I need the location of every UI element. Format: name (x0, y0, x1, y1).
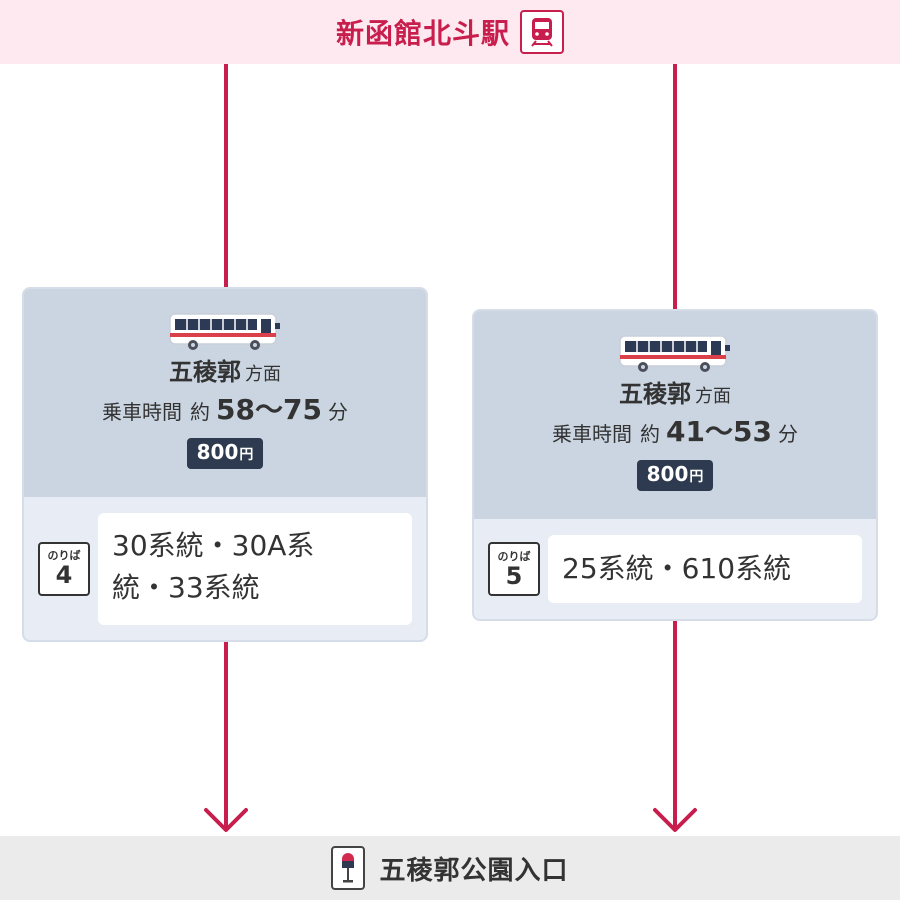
ride-time-about: 約 (640, 422, 661, 446)
fare-badge: 800円 (186, 438, 264, 469)
ride-time-about: 約 (190, 400, 211, 424)
ride-time-label: 乗車時間 (102, 400, 183, 424)
bus-icon (169, 313, 280, 350)
platform-number: 5 (505, 561, 523, 590)
direction-suffix: 方面 (695, 386, 731, 407)
direction-line: 五稜郭方面 (474, 379, 876, 412)
fare-unit: 円 (689, 469, 704, 485)
bus-icon (619, 335, 730, 372)
origin-header: 新函館北斗駅 (0, 0, 900, 64)
bus-stop-icon (331, 846, 366, 890)
direction-suffix: 方面 (245, 364, 281, 385)
ride-time-label: 乗車時間 (552, 422, 633, 446)
fare-badge: 800円 (636, 460, 714, 491)
platform-badge: のりば 5 (488, 542, 540, 596)
origin-name: 新函館北斗駅 (335, 17, 510, 50)
destination-footer: 五稜郭公園入口 (0, 836, 900, 900)
platform-label: のりば (47, 549, 81, 562)
fare-amount: 800 (196, 440, 239, 464)
bus-lines-row-1: 30系統・30A系 (112, 528, 315, 562)
fare-unit: 円 (239, 447, 254, 463)
ride-time-unit: 分 (777, 422, 798, 446)
bus-lines-row-1: 25系統・610系統 (562, 552, 792, 585)
ride-time-range: 41〜53 (666, 415, 772, 448)
bus-lines-row-2: 統・33系統 (112, 570, 260, 604)
direction-name: 五稜郭 (619, 380, 691, 408)
route-platform-section: のりば 4 30系統・30A系 統・33系統 (24, 497, 426, 640)
arrow-down-right-icon (653, 808, 697, 832)
ride-time-unit: 分 (327, 400, 348, 424)
arrow-down-left-icon (204, 808, 248, 832)
train-icon (520, 10, 564, 54)
route-platform-section: のりば 5 25系統・610系統 (474, 519, 876, 619)
direction-name: 五稜郭 (169, 358, 241, 386)
bus-lines: 25系統・610系統 (548, 535, 862, 603)
destination-name: 五稜郭公園入口 (379, 855, 569, 886)
platform-label: のりば (497, 549, 531, 563)
bus-lines: 30系統・30A系 統・33系統 (98, 512, 412, 625)
platform-badge: のりば 4 (38, 541, 90, 596)
fare-amount: 800 (646, 462, 689, 486)
platform-number: 4 (55, 561, 73, 589)
direction-line: 五稜郭方面 (24, 357, 426, 390)
ride-time-range: 58〜75 (216, 393, 322, 426)
